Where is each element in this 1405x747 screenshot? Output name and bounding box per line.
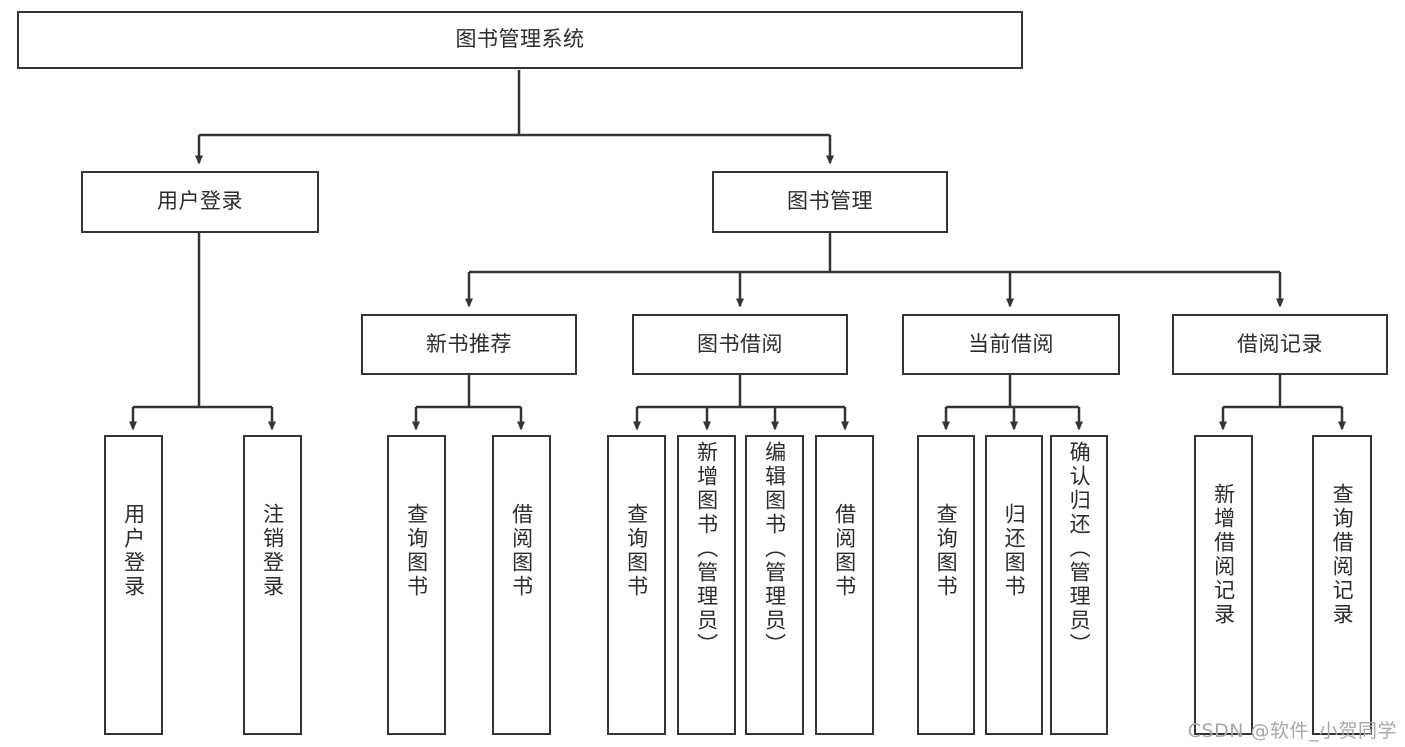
node-leaf-add-book[interactable]: 新增图书（管理员） bbox=[677, 435, 736, 735]
node-leaf-confirm-return-label: 确认归还（管理员） bbox=[1067, 441, 1092, 657]
node-leaf-confirm-return[interactable]: 确认归还（管理员） bbox=[1050, 435, 1108, 735]
node-leaf-edit-book-label: 编辑图书（管理员） bbox=[762, 441, 787, 657]
node-leaf-borrow-book-1[interactable]: 借阅图书 bbox=[492, 435, 551, 735]
node-leaf-user-login[interactable]: 用户登录 bbox=[104, 435, 163, 735]
node-leaf-add-record[interactable]: 新增借阅记录 bbox=[1194, 435, 1253, 735]
node-leaf-borrow-book-2-label: 借阅图书 bbox=[832, 503, 857, 599]
node-book-management[interactable]: 图书管理 bbox=[712, 171, 948, 233]
node-leaf-query-book-3-label: 查询图书 bbox=[934, 503, 959, 599]
node-leaf-query-book-2-label: 查询图书 bbox=[624, 503, 649, 599]
node-leaf-user-login-label: 用户登录 bbox=[121, 503, 146, 599]
node-leaf-query-book-1[interactable]: 查询图书 bbox=[387, 435, 446, 735]
node-new-book-recommend[interactable]: 新书推荐 bbox=[361, 314, 577, 375]
node-current-borrow-label: 当前借阅 bbox=[968, 331, 1054, 356]
node-leaf-edit-book[interactable]: 编辑图书（管理员） bbox=[745, 435, 804, 735]
node-leaf-borrow-book-1-label: 借阅图书 bbox=[509, 503, 534, 599]
node-new-book-recommend-label: 新书推荐 bbox=[426, 331, 512, 356]
node-book-borrow[interactable]: 图书借阅 bbox=[632, 314, 848, 375]
node-leaf-user-logout[interactable]: 注销登录 bbox=[243, 435, 302, 735]
node-leaf-query-record-label: 查询借阅记录 bbox=[1330, 483, 1355, 627]
node-leaf-add-record-label: 新增借阅记录 bbox=[1211, 483, 1236, 627]
node-leaf-return-book[interactable]: 归还图书 bbox=[985, 435, 1043, 735]
node-book-borrow-label: 图书借阅 bbox=[697, 331, 783, 356]
node-leaf-return-book-label: 归还图书 bbox=[1002, 503, 1027, 599]
node-leaf-query-book-2[interactable]: 查询图书 bbox=[607, 435, 666, 735]
node-borrow-record-label: 借阅记录 bbox=[1237, 331, 1323, 356]
node-leaf-borrow-book-2[interactable]: 借阅图书 bbox=[815, 435, 874, 735]
node-leaf-query-book-1-label: 查询图书 bbox=[404, 503, 429, 599]
node-leaf-query-record[interactable]: 查询借阅记录 bbox=[1312, 435, 1372, 735]
node-root-label: 图书管理系统 bbox=[455, 27, 585, 52]
node-borrow-record[interactable]: 借阅记录 bbox=[1172, 314, 1388, 375]
node-leaf-add-book-label: 新增图书（管理员） bbox=[694, 441, 719, 657]
node-current-borrow[interactable]: 当前借阅 bbox=[902, 314, 1120, 375]
node-book-management-label: 图书管理 bbox=[787, 189, 873, 214]
node-leaf-user-logout-label: 注销登录 bbox=[260, 503, 285, 599]
node-root[interactable]: 图书管理系统 bbox=[17, 11, 1023, 69]
node-user-login[interactable]: 用户登录 bbox=[81, 171, 319, 233]
node-leaf-query-book-3[interactable]: 查询图书 bbox=[917, 435, 975, 735]
node-user-login-label: 用户登录 bbox=[157, 189, 243, 214]
